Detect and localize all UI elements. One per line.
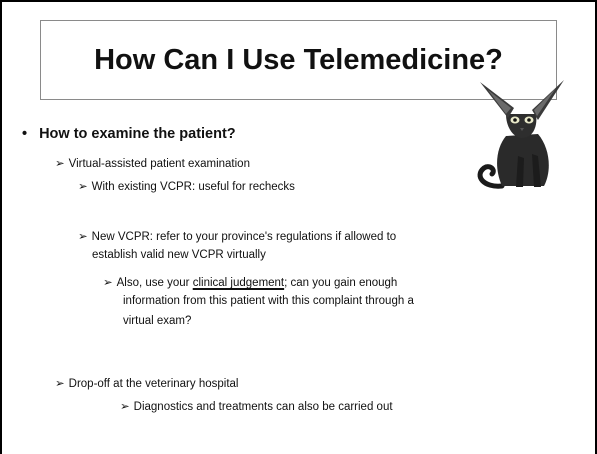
underlined-phrase: clinical judgement — [192, 277, 285, 289]
arrow-bullet-icon: ➢ — [120, 401, 130, 413]
list-item-continuation: information from this patient with this … — [123, 295, 414, 307]
heading-line: • How to examine the patient? — [22, 126, 236, 142]
heading-text: How to examine the patient? — [39, 126, 236, 142]
bullet-icon: • — [22, 126, 28, 142]
slide-border-top — [0, 0, 597, 2]
list-item: ➢Virtual-assisted patient examination — [55, 158, 250, 170]
cat-illustration-icon — [477, 80, 564, 189]
arrow-bullet-icon: ➢ — [103, 277, 113, 289]
list-item: ➢New VCPR: refer to your province's regu… — [78, 231, 397, 243]
arrow-bullet-icon: ➢ — [55, 158, 65, 170]
list-item-continuation: virtual exam? — [123, 315, 192, 327]
slide-border-right — [595, 0, 597, 454]
slide-title: How Can I Use Telemedicine? — [94, 43, 503, 76]
list-item: ➢Also, use your clinical judgement; can … — [103, 277, 398, 289]
title-box — [40, 20, 557, 100]
arrow-bullet-icon: ➢ — [78, 181, 88, 193]
arrow-bullet-icon: ➢ — [78, 231, 88, 243]
list-item-continuation: establish valid new VCPR virtually — [92, 249, 266, 261]
list-item: ➢With existing VCPR: useful for rechecks — [78, 181, 295, 193]
slide-border-left — [0, 0, 2, 454]
list-item: ➢Drop-off at the veterinary hospital — [55, 378, 239, 390]
list-item: ➢Diagnostics and treatments can also be … — [120, 401, 393, 413]
arrow-bullet-icon: ➢ — [55, 378, 65, 390]
